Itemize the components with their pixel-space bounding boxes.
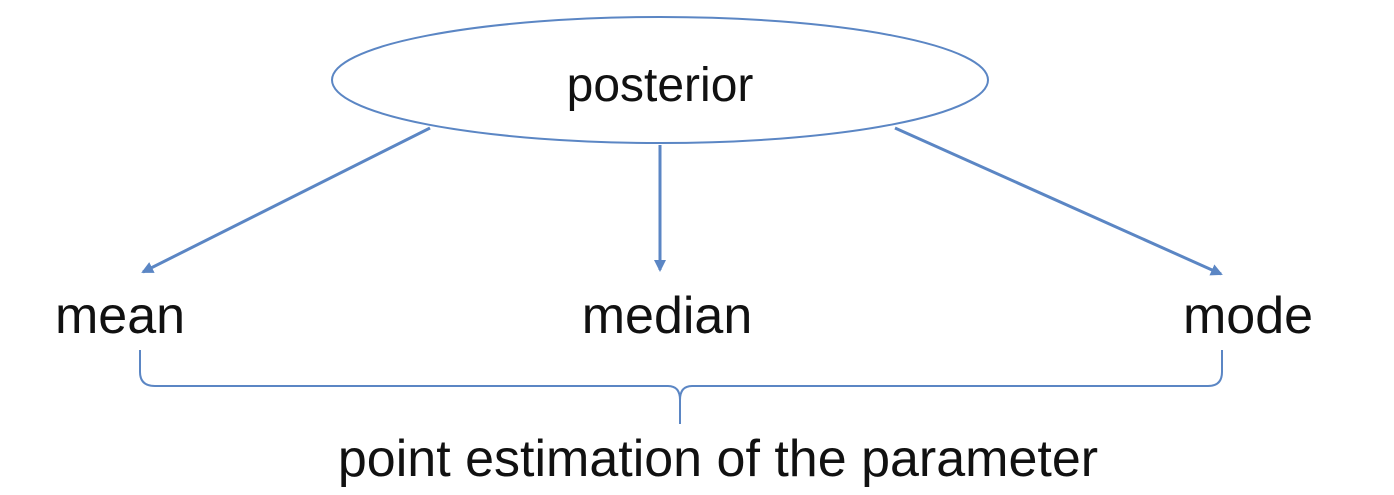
child-label-mode: mode bbox=[1183, 287, 1313, 345]
arrow-to-mean bbox=[141, 126, 431, 274]
posterior-ellipse bbox=[331, 16, 989, 144]
child-label-mean: mean bbox=[55, 287, 185, 345]
posterior-label: posterior bbox=[567, 59, 754, 112]
arrow-to-mode bbox=[894, 126, 1223, 276]
bracket-label: point estimation of the parameter bbox=[338, 430, 1098, 488]
bracket bbox=[139, 350, 1223, 424]
child-label-median: median bbox=[582, 287, 753, 345]
